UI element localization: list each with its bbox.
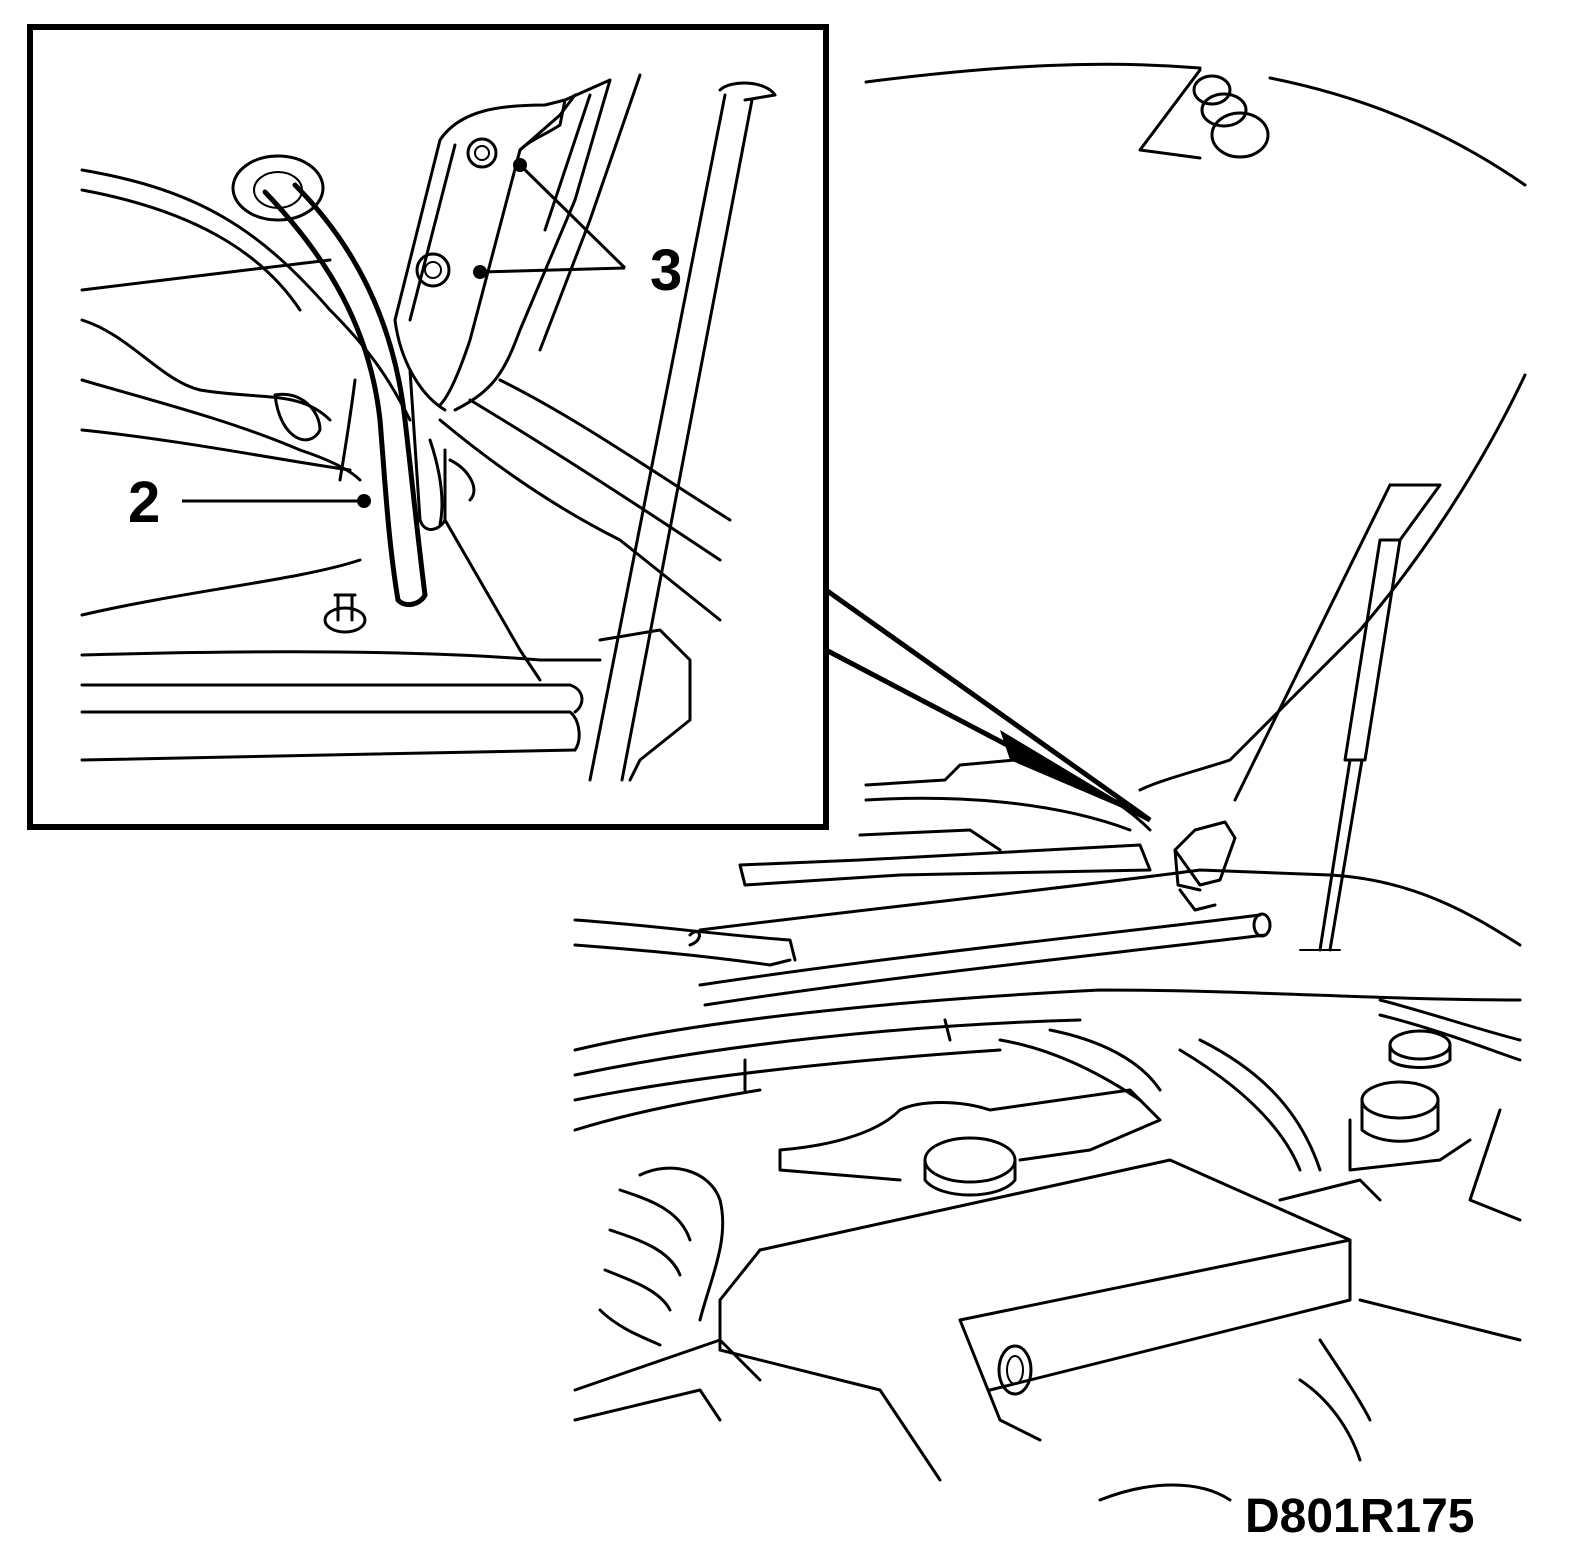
hose-grommet bbox=[231, 154, 325, 222]
inset-frame bbox=[27, 24, 829, 830]
bonnet-buffer bbox=[1192, 74, 1270, 159]
bonnet-strut bbox=[1299, 538, 1402, 952]
bonnet-strut-rod bbox=[588, 81, 777, 782]
reference-code: D801R175 bbox=[1245, 1490, 1475, 1543]
right-side-components bbox=[1098, 1108, 1522, 1502]
callout-2: 2 bbox=[128, 470, 371, 535]
bolt-lower bbox=[415, 252, 451, 288]
washer-hose bbox=[231, 154, 428, 608]
callout-2-label: 2 bbox=[128, 470, 160, 535]
bonnet bbox=[864, 62, 1527, 802]
detail-leader bbox=[824, 587, 1152, 823]
main-washer-hose bbox=[698, 912, 1272, 1007]
intake-plenum bbox=[778, 1028, 1322, 1182]
hinge-arm bbox=[408, 368, 732, 782]
lifting-eye bbox=[997, 1344, 1033, 1396]
brake-fluid-cap bbox=[1360, 1080, 1440, 1120]
bolt-upper bbox=[466, 137, 498, 169]
coolant-cap bbox=[1388, 1029, 1452, 1061]
reservoir-caps bbox=[1348, 1029, 1472, 1172]
retaining-clip bbox=[323, 593, 367, 634]
callout-3: 3 bbox=[473, 158, 682, 303]
callout-3-label: 3 bbox=[650, 238, 682, 303]
air-intake-hose bbox=[573, 1166, 762, 1422]
hinge-bracket bbox=[393, 73, 642, 412]
detail-inset: 2 3 bbox=[27, 24, 829, 830]
inset-body-panels bbox=[80, 168, 602, 762]
engine-cover bbox=[718, 1158, 1352, 1482]
oil-filler-cap bbox=[923, 1136, 1017, 1197]
scuttle-area bbox=[573, 758, 1522, 967]
main-hinge bbox=[1173, 820, 1237, 912]
engine-compartment bbox=[573, 988, 1522, 1132]
